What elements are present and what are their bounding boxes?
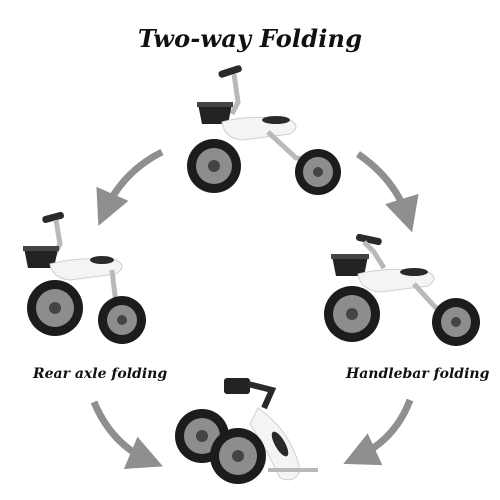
arrow-bottom-right-icon xyxy=(343,398,414,466)
tricycle-handlebar-folded-image xyxy=(324,233,480,346)
tricycle-rear-axle-folded-image xyxy=(23,211,146,344)
tricycle-unfolded-image xyxy=(187,65,341,195)
arrow-top-left-icon xyxy=(96,148,164,226)
arrow-top-right-icon xyxy=(356,151,419,233)
caption-rear-axle-folding: Rear axle folding xyxy=(33,366,168,382)
caption-handlebar-folding: Handlebar folding xyxy=(346,366,490,382)
tricycle-fully-folded-image xyxy=(175,378,318,484)
page-title: Two-way Folding xyxy=(137,24,363,53)
arrow-bottom-left-icon xyxy=(90,400,163,469)
